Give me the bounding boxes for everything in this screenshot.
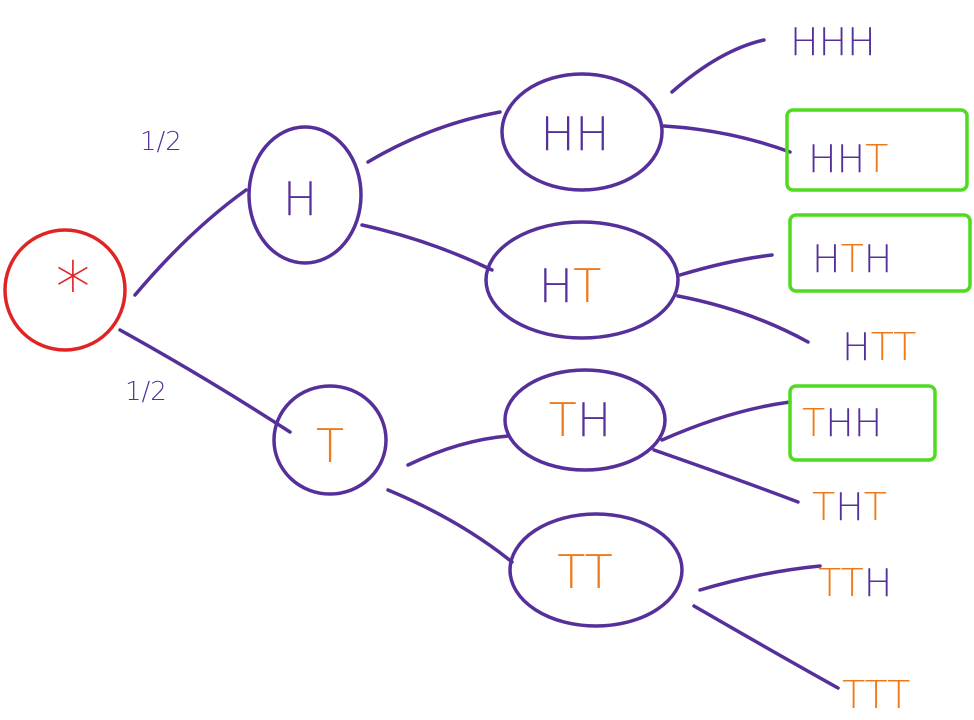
branch-ht-hth <box>678 253 774 277</box>
heads-letter: H <box>575 107 610 161</box>
outcome-tth: TTH <box>818 561 892 605</box>
branch-hh-hhh <box>670 38 766 94</box>
tails-letter: T <box>842 673 865 717</box>
highlight-hth <box>788 213 972 293</box>
outcome-labels: HHH HHT HTH HTT THH THT TTH TTT <box>790 20 916 717</box>
nodes <box>247 72 684 628</box>
node-th <box>503 368 667 472</box>
branch-t-tt <box>386 488 514 564</box>
tails-letter: T <box>841 561 864 605</box>
branch-root-t <box>118 328 292 434</box>
tails-letter: T <box>549 393 577 447</box>
node-ht-label: HT <box>539 259 602 313</box>
tails-letter: T <box>841 237 864 281</box>
heads-letter: H <box>835 485 864 529</box>
heads-letter: H <box>837 137 866 181</box>
tails-letter: T <box>865 137 888 181</box>
root-node: * <box>3 228 127 352</box>
heads-letter: H <box>812 237 841 281</box>
node-ht <box>484 220 680 340</box>
outcome-thh: THH <box>802 401 882 445</box>
outcome-tht: THT <box>812 485 887 529</box>
branch-h-hh <box>366 110 502 164</box>
heads-letter: H <box>283 172 318 226</box>
branch-hh-hht <box>662 124 792 154</box>
branch-tt-tth <box>698 564 822 592</box>
node-t-label: T <box>316 419 344 473</box>
tails-letter: T <box>557 545 585 599</box>
tails-letter: T <box>812 485 835 529</box>
probability-lower: 1/2 <box>125 377 167 407</box>
heads-letter: H <box>819 20 848 64</box>
node-t <box>272 384 388 496</box>
branch-t-th <box>406 434 510 467</box>
branch-tt-ttt <box>692 604 840 690</box>
heads-letter: H <box>790 20 819 64</box>
tails-letter: T <box>887 673 910 717</box>
tails-letter: T <box>893 325 916 369</box>
heads-letter: H <box>808 137 837 181</box>
branch-th-tht <box>652 448 800 504</box>
branch-root-h <box>133 188 248 297</box>
tails-letter: T <box>864 485 887 529</box>
tails-letter: T <box>573 259 601 313</box>
node-h <box>247 125 363 265</box>
heads-letter: H <box>577 393 612 447</box>
heads-letter: H <box>825 401 854 445</box>
heads-letter: H <box>864 237 893 281</box>
node-hh-label: HH <box>540 107 609 161</box>
root-label: * <box>56 247 91 329</box>
highlight-boxes <box>785 108 972 462</box>
node-th-label: TH <box>549 393 612 447</box>
outcome-ttt: TTT <box>842 673 910 717</box>
outcome-htt: HTT <box>842 325 916 369</box>
highlight-hht <box>785 108 969 192</box>
node-hh <box>500 72 664 192</box>
tails-letter: T <box>802 401 825 445</box>
branch-ht-htt <box>676 294 810 344</box>
outcome-hht: HHT <box>808 137 888 181</box>
highlight-thh <box>788 384 937 462</box>
branch-th-thh <box>660 400 792 442</box>
tails-letter: T <box>316 419 344 473</box>
node-tt <box>508 512 684 628</box>
tails-letter: T <box>871 325 894 369</box>
tails-letter: T <box>818 561 841 605</box>
heads-letter: H <box>540 107 575 161</box>
tails-letter: T <box>585 545 613 599</box>
heads-letter: H <box>847 20 876 64</box>
heads-letter: H <box>864 561 893 605</box>
probability-upper: 1/2 <box>140 127 182 157</box>
branches <box>118 38 840 690</box>
outcome-hth: HTH <box>812 237 892 281</box>
branch-h-ht <box>360 223 494 272</box>
heads-letter: H <box>854 401 883 445</box>
heads-letter: H <box>539 259 574 313</box>
node-tt-label: TT <box>557 545 612 599</box>
heads-letter: H <box>842 325 871 369</box>
node-labels: H T HH HT TH TT <box>283 107 613 599</box>
node-h-label: H <box>283 172 318 226</box>
tails-letter: T <box>865 673 888 717</box>
outcome-hhh: HHH <box>790 20 876 64</box>
